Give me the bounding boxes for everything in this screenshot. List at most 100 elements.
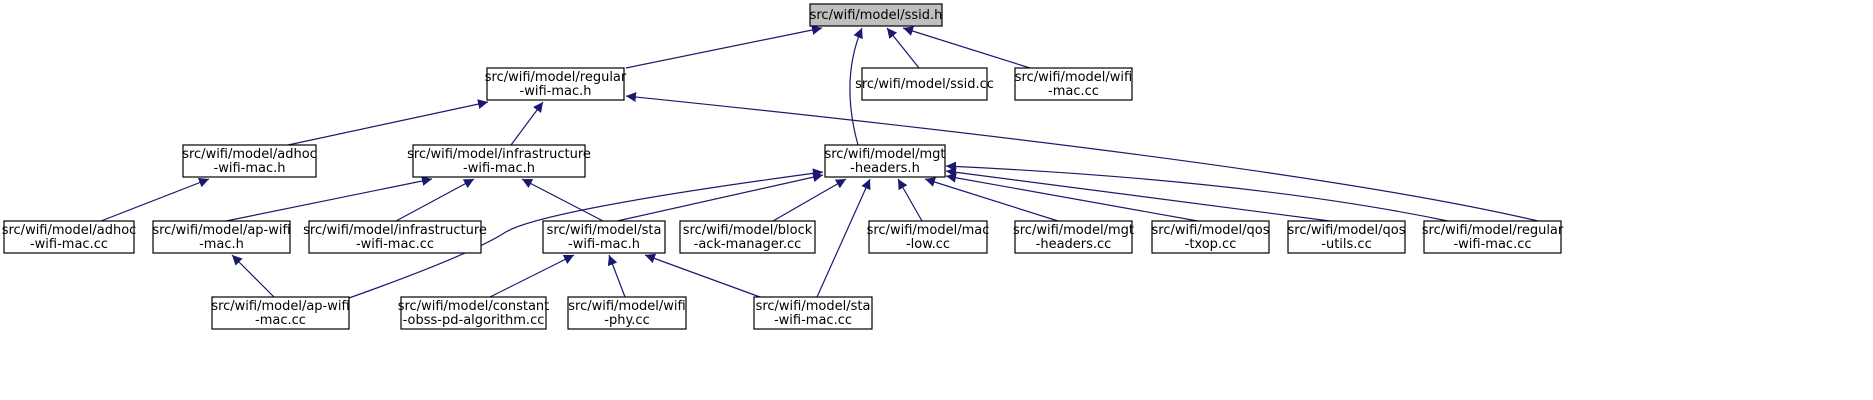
edge-infra-cc-to-infra-h (395, 178, 475, 222)
node-label: src/wifi/model/infrastructure (407, 147, 591, 162)
node-label: src/wifi/model/adhoc (2, 223, 137, 238)
node-box (542, 220, 666, 254)
node-ssid-h[interactable]: src/wifi/model/ssid.h (809, 3, 943, 27)
node-ap-h[interactable]: src/wifi/model/ap-wifi-mac.h (152, 220, 291, 254)
edge-qos-txop-cc-to-mgt-h (945, 172, 1199, 222)
edge-sta-cc-to-mgt-h (816, 178, 871, 298)
edge-mgt-h-to-ssid-h (849, 27, 863, 146)
node-label: -headers.h (850, 161, 920, 176)
edge-qos-utils-cc-to-mgt-h (945, 167, 1331, 222)
nodes-layer: src/wifi/model/ssid.h src/wifi/model/regu… (2, 3, 1564, 330)
node-label: -mac.h (199, 237, 244, 252)
node-box (211, 296, 350, 330)
node-label: src/wifi/model/sta (756, 299, 871, 314)
node-mac-low-cc[interactable]: src/wifi/model/mac-low.cc (867, 220, 990, 254)
node-mgt-h[interactable]: src/wifi/model/mgt-headers.h (824, 144, 946, 178)
node-label: src/wifi/model/wifi (568, 299, 685, 314)
node-label: src/wifi/model/regular (485, 70, 627, 85)
node-label: src/wifi/model/adhoc (182, 147, 317, 162)
node-mgt-cc[interactable]: src/wifi/model/mgt-headers.cc (1013, 220, 1134, 254)
node-box (412, 144, 586, 178)
node-label: -wifi-mac.h (568, 237, 640, 252)
node-box (308, 220, 482, 254)
node-box (1423, 220, 1562, 254)
node-label: -obss-pd-algorithm.cc (403, 313, 545, 328)
node-label: src/wifi/model/ssid.cc (855, 77, 994, 92)
node-box (1014, 67, 1133, 101)
node-box (824, 144, 946, 178)
node-block-cc[interactable]: src/wifi/model/block-ack-manager.cc (679, 220, 816, 254)
node-box (182, 144, 317, 178)
edge-regular-cc-to-regular-wifi-mac-h (625, 92, 1539, 222)
edge-sta-h-to-infra-h (521, 178, 604, 222)
node-wifi-mac-cc[interactable]: src/wifi/model/wifi-mac.cc (1014, 67, 1133, 101)
node-label: src/wifi/model/mgt (1013, 223, 1134, 238)
node-sta-cc[interactable]: src/wifi/model/sta-wifi-mac.cc (753, 296, 873, 330)
node-label: -wifi-mac.h (520, 84, 592, 99)
node-label: -wifi-mac.h (463, 161, 535, 176)
edge-wifi-phy-cc-to-sta-h (607, 254, 626, 298)
node-box (753, 296, 873, 330)
edge-block-cc-to-mgt-h (772, 178, 847, 222)
node-label: -txop.cc (1185, 237, 1237, 252)
edge-ssid-cc-to-ssid-h (886, 27, 920, 69)
edge-regular-wifi-mac-h-to-ssid-h (625, 25, 823, 69)
edge-regular-cc-to-mgt-h (945, 161, 1449, 222)
node-label: src/wifi/model/block (683, 223, 813, 238)
node-ap-cc[interactable]: src/wifi/model/ap-wifi-mac.cc (211, 296, 350, 330)
node-label: -wifi-mac.h (214, 161, 286, 176)
node-box (3, 220, 135, 254)
edge-adhoc-cc-to-adhoc-h (100, 177, 210, 222)
node-box (868, 220, 988, 254)
edge-infra-h-to-regular-wifi-mac-h (510, 101, 544, 146)
node-label: src/wifi/model/infrastructure (303, 223, 487, 238)
node-qos-utils-cc[interactable]: src/wifi/model/qos-utils.cc (1287, 220, 1406, 254)
node-adhoc-h[interactable]: src/wifi/model/adhoc-wifi-mac.h (182, 144, 317, 178)
node-label: -phy.cc (604, 313, 649, 328)
node-infra-cc[interactable]: src/wifi/model/infrastructure-wifi-mac.c… (303, 220, 487, 254)
edge-ap-cc-to-mgt-h (348, 168, 824, 299)
node-label: -mac.cc (255, 313, 306, 328)
node-box (809, 3, 943, 27)
node-obss-cc[interactable]: src/wifi/model/constant-obss-pd-algorith… (398, 296, 550, 330)
node-box (1014, 220, 1133, 254)
node-label: src/wifi/model/mac (867, 223, 990, 238)
node-box (679, 220, 816, 254)
node-ssid-cc[interactable]: src/wifi/model/ssid.cc (855, 67, 994, 101)
node-adhoc-cc[interactable]: src/wifi/model/adhoc-wifi-mac.cc (2, 220, 137, 254)
node-label: src/wifi/model/ap-wifi (152, 223, 290, 238)
node-wifi-phy-cc[interactable]: src/wifi/model/wifi-phy.cc (567, 296, 687, 330)
edges-layer (100, 25, 1539, 299)
node-sta-h[interactable]: src/wifi/model/sta-wifi-mac.h (542, 220, 666, 254)
edge-sta-cc-to-sta-h (644, 253, 761, 298)
node-label: src/wifi/model/sta (547, 223, 662, 238)
edge-sta-h-to-mgt-h (616, 172, 824, 222)
node-label: -wifi-mac.cc (30, 237, 108, 252)
node-box (486, 67, 625, 101)
edge-obss-cc-to-sta-h (489, 254, 575, 298)
node-label: -low.cc (906, 237, 950, 252)
node-qos-txop-cc[interactable]: src/wifi/model/qos-txop.cc (1151, 220, 1270, 254)
node-label: -headers.cc (1036, 237, 1112, 252)
node-label: -wifi-mac.cc (1453, 237, 1531, 252)
node-label: src/wifi/model/mgt (824, 147, 945, 162)
edge-adhoc-h-to-regular-wifi-mac-h (287, 99, 489, 146)
edge-mac-low-cc-to-mgt-h (897, 178, 923, 222)
node-label: -mac.cc (1048, 84, 1099, 99)
node-label: -utils.cc (1321, 237, 1371, 252)
node-box (567, 296, 687, 330)
node-box (1287, 220, 1406, 254)
node-label: -wifi-mac.cc (774, 313, 852, 328)
node-regular-cc[interactable]: src/wifi/model/regular-wifi-mac.cc (1422, 220, 1564, 254)
node-label: src/wifi/model/constant (398, 299, 550, 314)
edge-ap-h-to-infra-h (225, 176, 433, 222)
node-label: -wifi-mac.cc (356, 237, 434, 252)
node-label: src/wifi/model/qos (1151, 223, 1269, 238)
node-label: src/wifi/model/qos (1287, 223, 1405, 238)
node-box (861, 67, 988, 101)
node-box (1151, 220, 1270, 254)
node-box (400, 296, 547, 330)
node-infra-h[interactable]: src/wifi/model/infrastructure-wifi-mac.h (407, 144, 591, 178)
node-regular-wifi-mac-h[interactable]: src/wifi/model/regular-wifi-mac.h (485, 67, 627, 101)
